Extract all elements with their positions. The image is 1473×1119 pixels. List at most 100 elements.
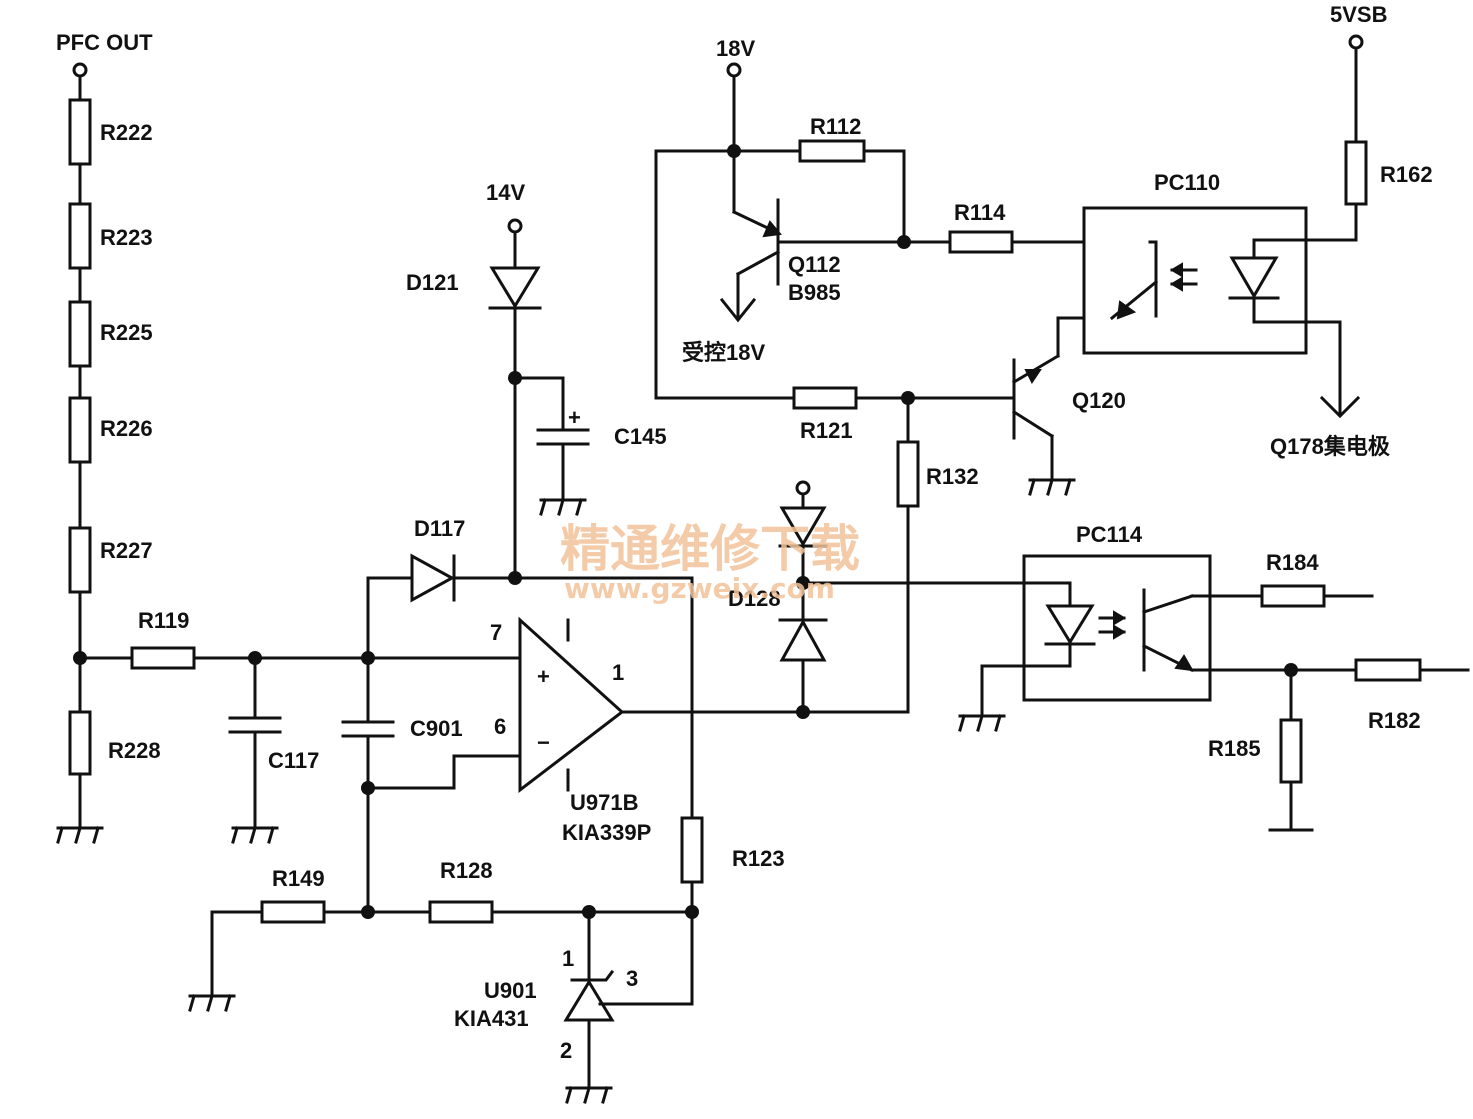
reference-network: R123 R149 R128 1 3 2 (188, 816, 785, 1104)
label-r226: R226 (100, 416, 153, 441)
label-r225: R225 (100, 320, 153, 345)
resistor-r119 (130, 646, 196, 670)
ground-symbol (565, 1086, 613, 1104)
label-r227: R227 (100, 538, 153, 563)
label-r149: R149 (272, 866, 325, 891)
resistor-r149 (260, 900, 326, 924)
label-r123: R123 (732, 846, 785, 871)
label-c145: C145 (614, 424, 667, 449)
18v-terminal (726, 62, 742, 78)
pin-6-label: 6 (494, 714, 506, 739)
resistor-r225 (68, 300, 92, 368)
optocoupler-pc110: PC110 Q178集电极 5VSB R162 (1082, 2, 1433, 459)
q178-arrow (1319, 395, 1361, 419)
label-c901: C901 (410, 716, 463, 741)
junction-dot (897, 235, 911, 249)
resistor-r132 (896, 440, 920, 508)
label-d121: D121 (406, 270, 459, 295)
optocoupler-pc114: PC114 R184 R182 (958, 522, 1470, 832)
u901-pin-3: 3 (626, 966, 638, 991)
pc114-emitter-arrow (1174, 654, 1194, 672)
comparator-plus-sign: + (537, 664, 550, 689)
pfc-out-terminal (72, 62, 88, 78)
watermark-url: www.gzweix.com (564, 572, 835, 605)
diode-d128-upper (779, 506, 827, 547)
shunt-regulator-u901 (563, 979, 615, 1022)
resistor-r185 (1279, 718, 1303, 784)
label-r121: R121 (800, 418, 853, 443)
label-u971b: U971B (570, 790, 638, 815)
pfc-divider-chain: PFC OUT R222 R223 R225 R226 R227 R228 (56, 30, 161, 844)
label-18v: 18V (716, 36, 755, 61)
resistor-r184 (1260, 584, 1326, 608)
label-r185: R185 (1208, 736, 1261, 761)
q120-emitter (1011, 409, 1055, 439)
ground-symbol (188, 994, 236, 1012)
pin-1-label: 1 (612, 660, 624, 685)
label-5vsb: 5VSB (1330, 2, 1387, 27)
label-kia431: KIA431 (454, 1006, 529, 1031)
label-r119: R119 (138, 608, 189, 633)
label-q112: Q112 (788, 252, 841, 277)
label-pc114: PC114 (1076, 522, 1143, 547)
watermark: 精通维修下载 www.gzweix.com (560, 520, 860, 605)
ground-symbol (1028, 478, 1076, 496)
diode-d117 (410, 553, 456, 603)
label-u901: U901 (484, 978, 537, 1003)
resistor-r121 (792, 386, 858, 410)
label-r132: R132 (926, 464, 979, 489)
label-q178-collector: Q178集电极 (1270, 434, 1391, 459)
pc110-box (1082, 206, 1308, 355)
resistor-r182 (1354, 658, 1422, 682)
label-c117: C117 (268, 748, 319, 773)
label-r184: R184 (1266, 550, 1319, 575)
5vsb-terminal (1348, 34, 1364, 50)
controlled-18v-arrow (719, 297, 757, 323)
resistor-r114 (948, 230, 1014, 254)
resistor-r227 (68, 526, 92, 594)
label-r114: R114 (954, 200, 1006, 225)
d128-terminal (795, 480, 811, 496)
label-controlled-18v: 受控18V (682, 340, 765, 365)
pc114-collector (1142, 594, 1194, 614)
ground-symbol (231, 826, 279, 844)
label-r162: R162 (1380, 162, 1433, 187)
d128-branch: D128 (728, 480, 1022, 714)
resistor-r222 (68, 98, 92, 166)
14v-terminal (507, 218, 523, 234)
resistor-r162 (1344, 140, 1368, 206)
label-r228: R228 (108, 738, 161, 763)
label-pc110: PC110 (1154, 170, 1220, 195)
label-r223: R223 (100, 225, 153, 250)
resistor-r112 (798, 139, 866, 163)
label-b985: B985 (788, 280, 841, 305)
resistor-r128 (428, 900, 494, 924)
comparator-u971b: + − 7 6 1 U971B KIA339P (490, 616, 910, 845)
label-r182: R182 (1368, 708, 1421, 733)
comparator-minus-sign: − (537, 730, 550, 755)
ground-symbol (56, 826, 104, 844)
label-14v: 14V (486, 180, 525, 205)
label-kia339p: KIA339P (562, 820, 651, 845)
pc110-emitter-arrow (1116, 300, 1137, 320)
label-r222: R222 (100, 120, 153, 145)
ground-symbol (539, 498, 587, 516)
label-pfc-out: PFC OUT (56, 30, 153, 55)
label-r128: R128 (440, 858, 493, 883)
ground-symbol (958, 714, 1006, 732)
q120-arrow (1024, 369, 1042, 384)
pin-7-label: 7 (490, 620, 502, 645)
diode-d128-lower (779, 618, 827, 662)
q112-q120-stage: 18V R112 Q112 B985 受控18V R114 R121 (654, 36, 1152, 714)
label-d117: D117 (414, 516, 465, 541)
d117-branch: D117 (366, 516, 694, 820)
label-q120: Q120 (1072, 388, 1126, 413)
label-d128: D128 (728, 586, 781, 611)
comparator-triangle (518, 616, 625, 794)
u901-pin-2: 2 (560, 1038, 572, 1063)
resistor-r228 (68, 710, 92, 776)
pc114-led (1045, 604, 1095, 645)
supply-14v: + 14V D121 C145 (406, 180, 667, 580)
q112-collector (735, 249, 781, 277)
